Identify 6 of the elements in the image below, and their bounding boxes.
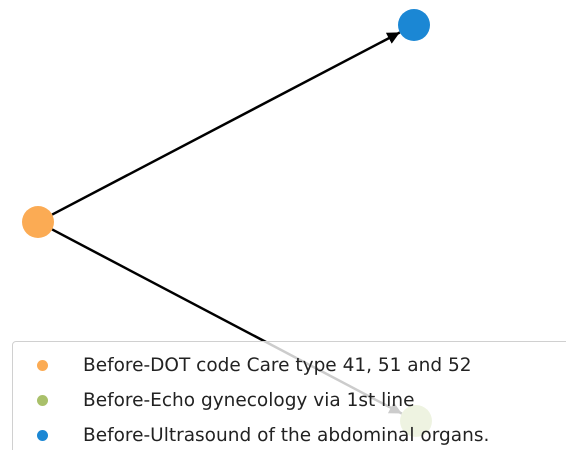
- arrow: [52, 31, 400, 216]
- legend-label: Before-DOT code Care type 41, 51 and 52: [83, 355, 472, 376]
- legend-label: Before-Ultrasound of the abdominal organs.: [83, 425, 490, 446]
- node-circle: [398, 9, 430, 41]
- node-circle: [22, 206, 54, 238]
- legend-label: Before-Echo gynecology via 1st line: [83, 390, 415, 411]
